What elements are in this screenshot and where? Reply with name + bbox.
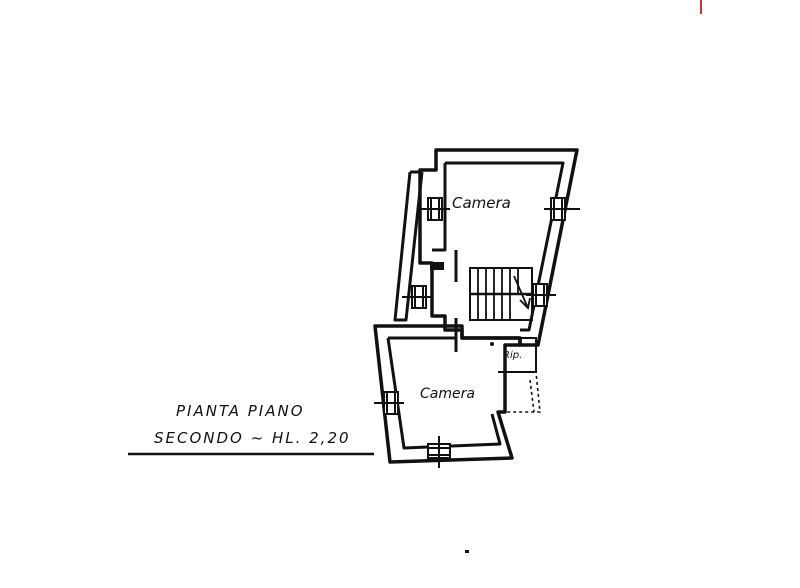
plan-title-line2: SECONDO ~ HL. 2,20: [154, 429, 351, 447]
plan-title-line1: PIANTA PIANO: [176, 402, 305, 420]
room-label-upper: Camera: [452, 194, 511, 212]
door-mark: [490, 342, 494, 346]
storage-closet: [498, 337, 541, 413]
room-label-storage: Rip.: [503, 350, 522, 361]
windows: [374, 197, 580, 468]
staircase: [469, 267, 533, 321]
bottom-dot: [465, 550, 469, 553]
room-label-lower: Camera: [420, 386, 475, 402]
upper-room-walls: [393, 148, 579, 347]
partition-walls: [430, 250, 458, 352]
